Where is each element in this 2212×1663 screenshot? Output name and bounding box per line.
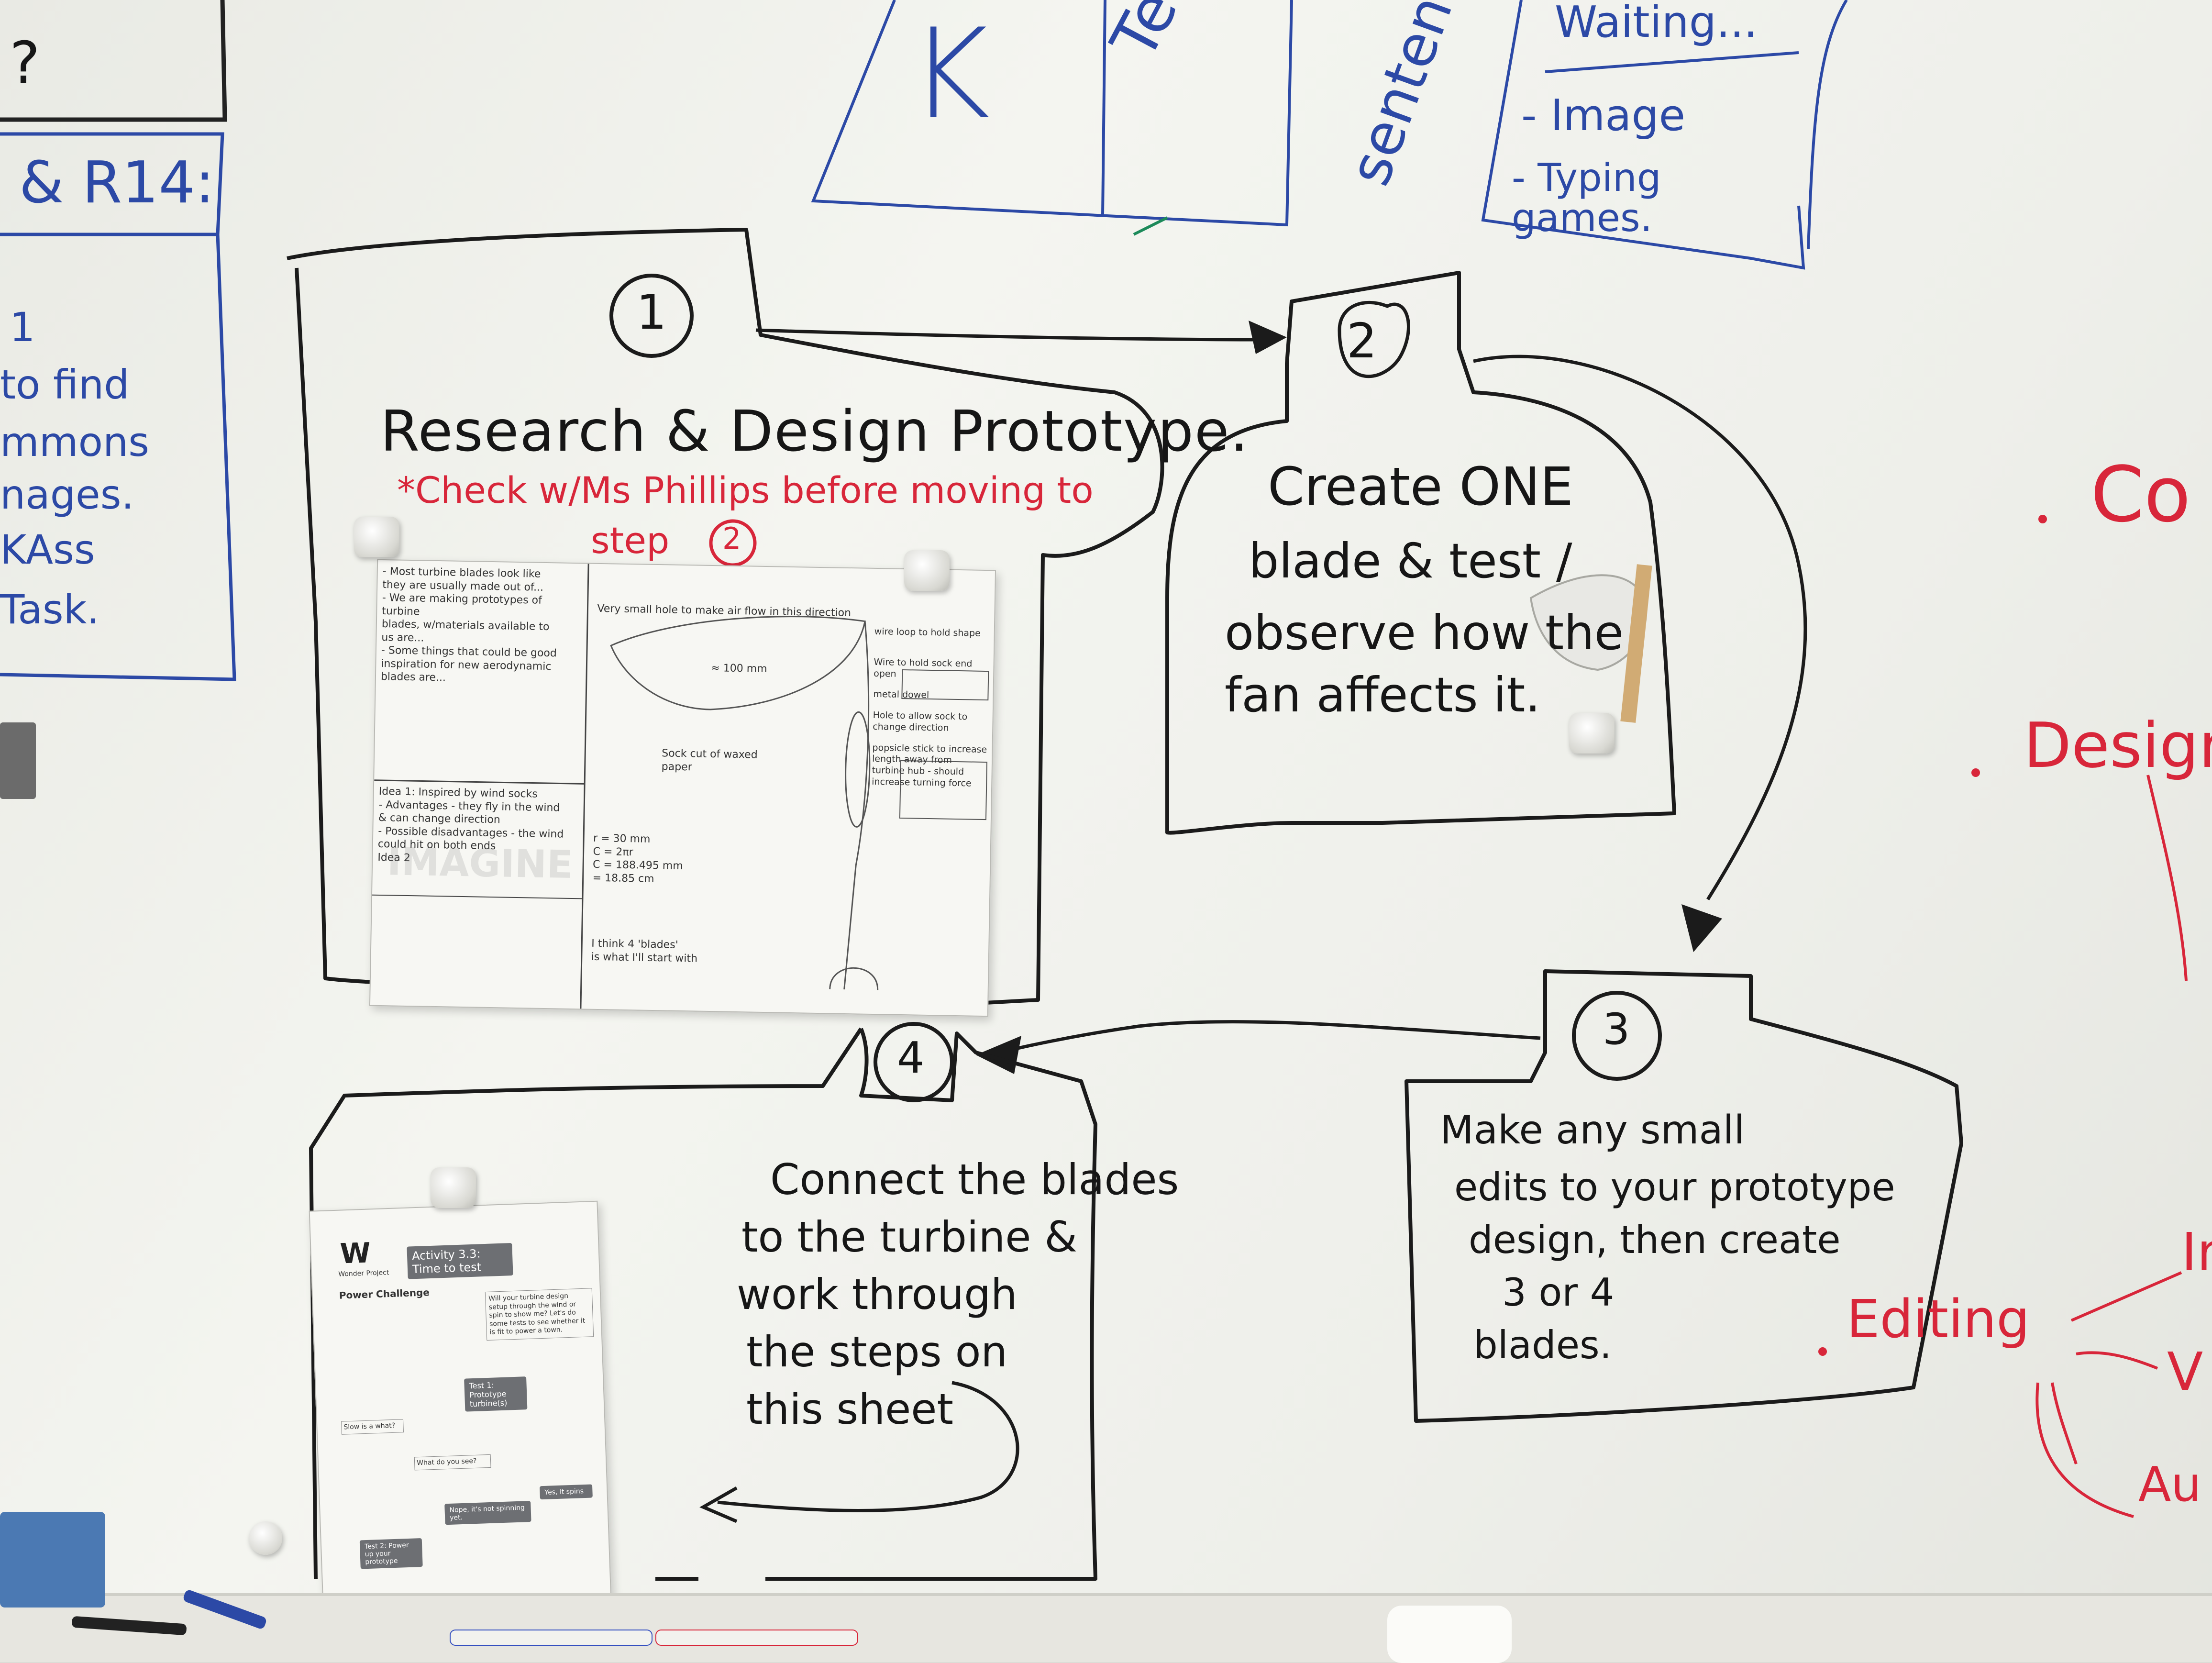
sketch-notes-top: - Most turbine blades look like they are… (381, 565, 584, 687)
step-1-note-step: step (591, 519, 670, 562)
wonder-project-logo: W (339, 1236, 371, 1270)
image-item: - Image (1521, 90, 1685, 141)
sketch-think-note: I think 4 'blades' is what I'll start wi… (591, 937, 698, 965)
wall-switch (0, 722, 36, 799)
step-4-line: to the turbine & (741, 1212, 1077, 1262)
left-panel-line: nages. (0, 471, 134, 518)
step-4-line: the steps on (746, 1327, 1008, 1376)
left-panel-line: to find (0, 361, 130, 408)
sketch-right-notes: wire loop to hold shape Wire to hold soc… (872, 626, 989, 790)
sheet-watermark: IMAGINE (387, 839, 574, 887)
step-4-line: Connect the blades (770, 1155, 1179, 1204)
question-box: Slow is a what? (341, 1419, 404, 1435)
activity-title: Activity 3.3: Time to test (407, 1243, 513, 1279)
blue-marker[interactable] (182, 1589, 268, 1630)
calc-line: C = 188.495 mm (592, 858, 683, 873)
whiteboard-marker[interactable] (655, 1630, 858, 1646)
activity-intro-box: Will your turbine design setup through t… (485, 1288, 594, 1341)
step-4-number: 4 (897, 1033, 925, 1083)
step-1-note-step-number: 2 (722, 521, 741, 556)
left-panel-line: mmons (0, 419, 150, 466)
typing-games-item: - Typing games. (1512, 155, 1661, 240)
step-4-line: this sheet (746, 1385, 953, 1434)
question-box: What do you see? (414, 1454, 491, 1470)
magnet (354, 517, 399, 557)
right-note-line: Hole to allow sock to change direction (873, 710, 968, 733)
activity-challenge: Power Challenge (339, 1286, 430, 1301)
step-3-line: 3 or 4 (1502, 1270, 1615, 1315)
sketch-note-line: - We are making prototypes of turbine (382, 591, 542, 618)
result-box: Nope, it's not spinning yet. (444, 1500, 531, 1525)
step-2-line: blade & test / (1249, 533, 1572, 589)
right-red-sub: V (2167, 1341, 2203, 1402)
calc-line: C = 2πr (593, 845, 633, 858)
black-marker[interactable] (71, 1616, 187, 1636)
sketch-label-sock: Sock cut of waxed paper (661, 747, 758, 773)
result-box: Yes, it spins (540, 1484, 593, 1500)
right-red-item: Design (2024, 709, 2212, 782)
marker-tray (0, 1589, 2212, 1663)
test-1-label: Test 1: Prototype turbine(s) (464, 1376, 528, 1412)
right-note-line: wire loop to hold shape (874, 626, 981, 639)
sketch-calculations: r = 30 mm C = 2πr C = 188.495 mm = 18.85… (592, 832, 684, 886)
left-panel-line: Task. (0, 586, 100, 633)
step-3-number: 3 (1603, 1004, 1630, 1054)
sketch-label-length: ≈ 100 mm (711, 662, 767, 676)
left-panel-line: 1 (10, 304, 35, 351)
activity-brand: Wonder Project (338, 1269, 389, 1278)
blue-container (0, 1512, 105, 1608)
step-3-line: blades. (1473, 1323, 1612, 1367)
think-line: is what I'll start with (591, 951, 698, 965)
spray-bottle (1387, 1606, 1512, 1663)
right-note-line: metal dowel (873, 689, 929, 701)
calc-line: = 18.85 cm (592, 872, 654, 885)
step-1-number: 1 (636, 284, 667, 340)
right-red-sub: Au (2138, 1456, 2201, 1512)
magnet (431, 1167, 476, 1208)
right-red-sub: In (2181, 1221, 2212, 1283)
design-sketch-sheet: - Most turbine blades look like they are… (369, 559, 996, 1017)
step-3-line: Make any small (1440, 1108, 1745, 1153)
magnet (904, 550, 950, 591)
step-2-line: observe how the (1225, 605, 1624, 661)
step-3-line: edits to your prototype (1454, 1165, 1895, 1209)
right-red-item: Editing (1847, 1288, 2030, 1350)
sketch-drawing (372, 564, 989, 1009)
step-3-line: design, then create (1469, 1218, 1841, 1262)
step-2-line: Create ONE (1268, 456, 1573, 517)
think-line: I think 4 'blades' (591, 937, 678, 951)
step-1-title: Research & Design Prototype. (380, 398, 1249, 464)
step-4-line: work through (737, 1270, 1018, 1319)
step-2-number: 2 (1347, 313, 1377, 369)
step-2-line: fan affects it. (1225, 667, 1541, 723)
left-panel-header: & R14: (19, 150, 215, 216)
step-1-note: *Check w/Ms Phillips before moving to (397, 469, 1094, 511)
right-note-line: Wire to hold sock end open (874, 656, 973, 679)
left-panel-line: KAss (0, 526, 95, 573)
letter-k: K (909, 2, 991, 147)
round-magnet (249, 1521, 282, 1555)
activity-sheet: W Wonder Project Power Challenge Activit… (309, 1200, 612, 1610)
calc-line: r = 30 mm (593, 832, 651, 845)
right-note-line: popsicle stick to increase length away f… (872, 742, 987, 789)
waiting-word: Waiting... (1555, 0, 1758, 47)
right-red-item: Co (2090, 450, 2191, 539)
whiteboard-marker[interactable] (450, 1630, 653, 1646)
test-2-label: Test 2: Power up your prototype (359, 1538, 423, 1569)
corner-question-mark: ? (10, 30, 40, 97)
magnet (1569, 713, 1615, 754)
